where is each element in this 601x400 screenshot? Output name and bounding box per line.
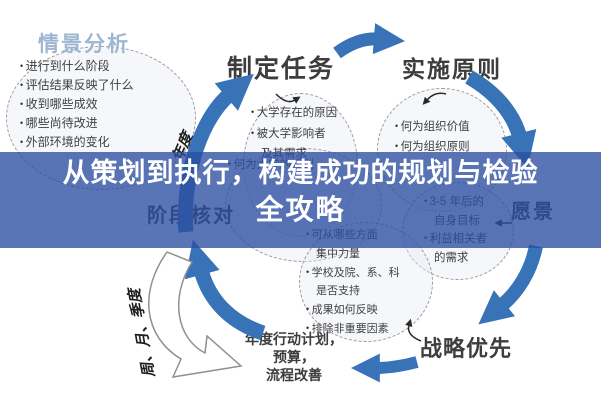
- headline-line1: 从策划到执行，构建成功的规划与检验: [62, 158, 539, 188]
- list-item: 何为组织原则: [395, 137, 470, 157]
- list-item: 大学存在的原因: [251, 103, 338, 124]
- list-item: 流程改善: [266, 367, 322, 383]
- list-item: 成果如何反映: [306, 301, 400, 320]
- list-item: 被大学影响者: [251, 124, 337, 145]
- list-item: 是否支持: [316, 285, 360, 298]
- scenario-header: 情景分析: [38, 33, 130, 56]
- list-item: 的需求: [434, 251, 469, 264]
- list-item: 年度行动计划，: [245, 331, 343, 347]
- strategy-label: 战略优先: [420, 336, 513, 361]
- arrow-strategy-to-action: [351, 353, 419, 383]
- list-item: 外部环境的变化: [20, 133, 134, 152]
- list-item: 评估结果反映了什么: [20, 76, 134, 95]
- note-arrow-principle: [422, 92, 447, 105]
- headline: 从策划到执行，构建成功的规划与检验 全攻略: [0, 156, 601, 228]
- arrow-vision-to-strategy: [478, 244, 543, 325]
- arrow-action-to-stage: [184, 239, 266, 341]
- priorities-list: 可从哪些方面集中力量学校及院、系、科是否支持成果如何反映排除非重要因素: [306, 226, 400, 339]
- action-plan-text: 年度行动计划， 预算， 流程改善: [232, 330, 356, 384]
- list-item: 学校及院、系、科: [306, 264, 400, 283]
- title-band-overlay: [0, 152, 601, 248]
- list-item: 排除非重要因素: [306, 320, 400, 339]
- note-arrow-strategy: [405, 318, 422, 342]
- white-cycle-arrow: [148, 251, 243, 378]
- arrow-task-to-principle: [333, 23, 405, 59]
- arrow-principle-to-vision: [465, 70, 537, 169]
- principle-list: 何为组织价值何为组织原则: [395, 117, 470, 157]
- headline-line2: 全攻略: [255, 194, 346, 226]
- list-item: 哪些尚待改进: [20, 114, 134, 133]
- note-arrow-task: [275, 93, 301, 104]
- list-item: 进行到什么阶段: [20, 57, 134, 76]
- list-item: 集中力量: [316, 247, 360, 260]
- list-item: 预算，: [273, 349, 315, 365]
- list-item: 何为组织价值: [395, 117, 470, 137]
- scenario-list: 进行到什么阶段评估结果反映了什么收到哪些成效哪些尚待改进外部环境的变化: [20, 57, 134, 152]
- list-item: 收到哪些成效: [20, 95, 134, 114]
